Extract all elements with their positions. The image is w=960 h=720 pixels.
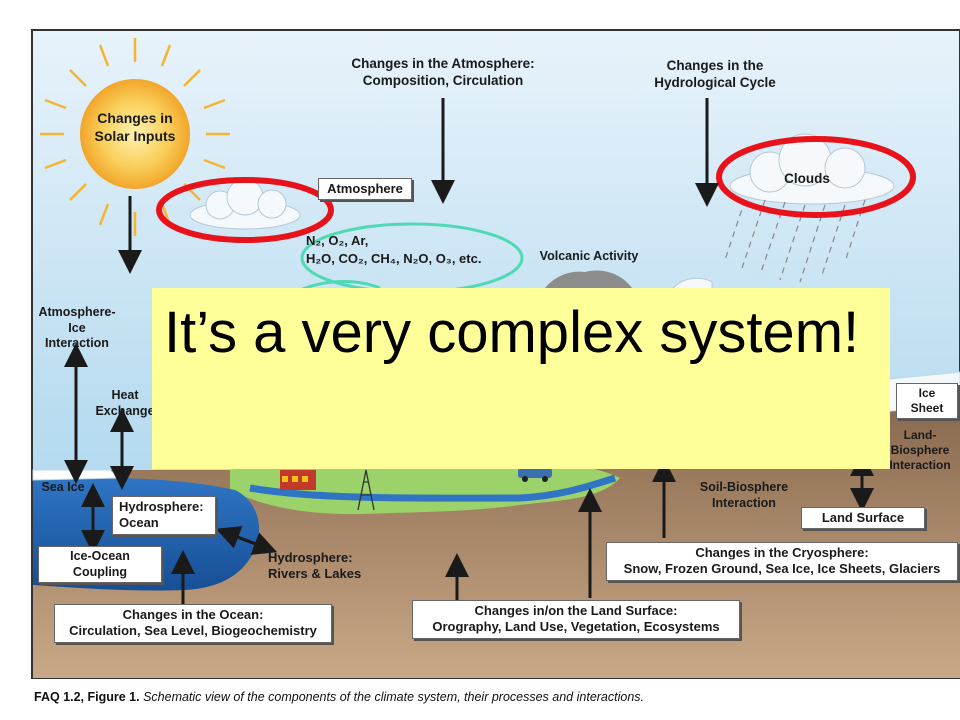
arrows xyxy=(64,98,874,605)
atmosphere-changes-label: Changes in the Atmosphere: Composition, … xyxy=(351,56,535,88)
hydrosphere-rivers-lakes-label: Hydrosphere: Rivers & Lakes xyxy=(268,550,362,582)
clouds-label: Clouds xyxy=(784,171,830,186)
ice-ocean-coupling-label: Ice-Ocean Coupling xyxy=(38,546,162,584)
land-surface-label: Land Surface xyxy=(801,507,925,530)
right-cloud xyxy=(729,133,895,205)
aerosols-highlight-ring xyxy=(299,280,381,292)
left-cloud-highlight-ring xyxy=(156,177,334,243)
caption-ref: FAQ 1.2, Figure 1. xyxy=(34,690,140,704)
left-cloud xyxy=(189,178,301,230)
land-surface-changes-label: Changes in/on the Land Surface: Orograph… xyxy=(412,600,740,639)
power-tower-icon xyxy=(357,469,375,511)
caption-text: Schematic view of the components of the … xyxy=(143,690,645,704)
volcanic-activity-label: Volcanic Activity xyxy=(539,249,639,263)
atmosphere-ice-interaction-label: Atmosphere- Ice Interaction xyxy=(38,305,116,351)
factory-icon xyxy=(280,470,316,490)
hydrological-cycle-label: Changes in the Hydrological Cycle xyxy=(654,58,776,90)
soil-biosphere-interaction-label: Soil-Biosphere Interaction xyxy=(699,480,789,510)
gases-line-1: N₂, O₂, Ar, xyxy=(306,233,369,248)
sea-ice-label: Sea Ice xyxy=(41,480,85,494)
land-biosphere-interaction-label: Land- Biosphere Interaction xyxy=(889,428,951,472)
gases-line-2: H₂O, CO₂, CH₄, N₂O, O₃, etc. xyxy=(306,251,482,267)
solar-inputs-label: Changes in Solar Inputs xyxy=(94,110,176,144)
sun xyxy=(40,38,230,236)
ocean-changes-label: Changes in the Ocean: Circulation, Sea L… xyxy=(54,604,332,643)
cryosphere-changes-label: Changes in the Cryosphere: Snow, Frozen … xyxy=(606,542,958,581)
atmospheric-gases-label: N₂, O₂, Ar, H₂O, CO₂, CH₄, N₂O, O₃, etc. xyxy=(306,232,481,268)
right-cloud-highlight-ring xyxy=(716,136,916,218)
atmosphere-label: Atmosphere xyxy=(318,178,412,201)
car-icon xyxy=(518,468,552,482)
complexity-callout: It’s a very complex system! xyxy=(152,288,890,469)
ice-sheet-label: Ice Sheet xyxy=(896,383,958,419)
volcanic-plume xyxy=(545,270,632,288)
heat-exchange-label: Heat Exchange xyxy=(95,388,155,418)
right-edge-cloud xyxy=(671,277,713,291)
figure-caption: FAQ 1.2, Figure 1. Schematic view of the… xyxy=(34,690,644,704)
hydrosphere-ocean-label: Hydrosphere: Ocean xyxy=(112,496,216,535)
